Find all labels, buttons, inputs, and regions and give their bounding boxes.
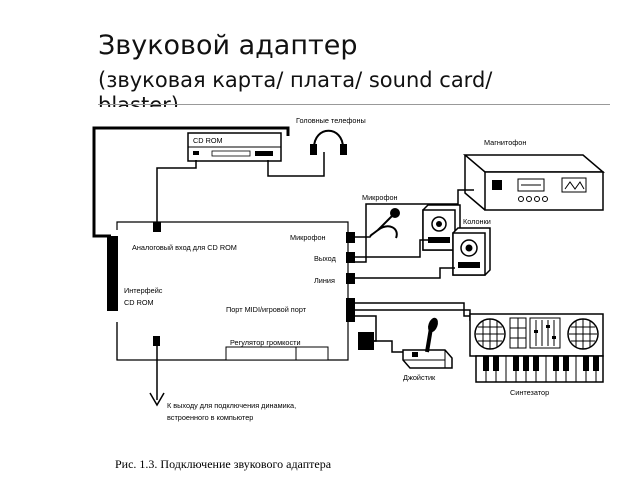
speakers-icon	[422, 204, 491, 276]
internal-speaker-label-line2: встроенного в компьютер	[167, 413, 253, 422]
port-line-label: Линия	[314, 276, 335, 285]
internal-speaker-label-line1: К выходу для подключения динамика,	[167, 401, 296, 410]
tape-recorder-label: Магнитофон	[484, 138, 526, 147]
joystick-icon	[402, 317, 453, 369]
microphone-icon	[369, 208, 400, 239]
port-microphone-label: Микрофон	[290, 233, 326, 242]
synthesizer-icon	[469, 313, 604, 383]
title-divider	[98, 104, 610, 105]
tape-recorder-icon	[462, 154, 606, 211]
interface-label-line2: CD ROM	[124, 298, 154, 307]
volume-control-label: Регулятор громкости	[230, 338, 301, 347]
analog-input-label: Аналоговый вход для CD ROM	[132, 243, 237, 252]
cd-rom-drive: CD ROM	[187, 132, 282, 162]
headphones-icon	[310, 129, 347, 155]
port-output-label: Выход	[314, 254, 337, 263]
microphone-label: Микрофон	[362, 193, 398, 202]
slide-title: Звуковой адаптер	[98, 30, 358, 61]
interface-label-line1: Интерфейс	[124, 286, 163, 295]
figure-caption: Рис. 1.3. Подключение звукового адаптера	[115, 457, 332, 471]
joystick-label: Джойстик	[403, 373, 436, 382]
cd-rom-label: CD ROM	[193, 136, 223, 145]
sound-card-board	[107, 221, 374, 361]
synthesizer-label: Синтезатор	[510, 388, 549, 397]
headphones-label: Головные телефоны	[296, 116, 366, 125]
speakers-label: Колонки	[463, 217, 491, 226]
slide-subtitle: (звуковая карта/ плата/ sound card/ blas…	[98, 68, 493, 117]
midi-port-label: Порт MIDI/игровой порт	[226, 305, 307, 314]
